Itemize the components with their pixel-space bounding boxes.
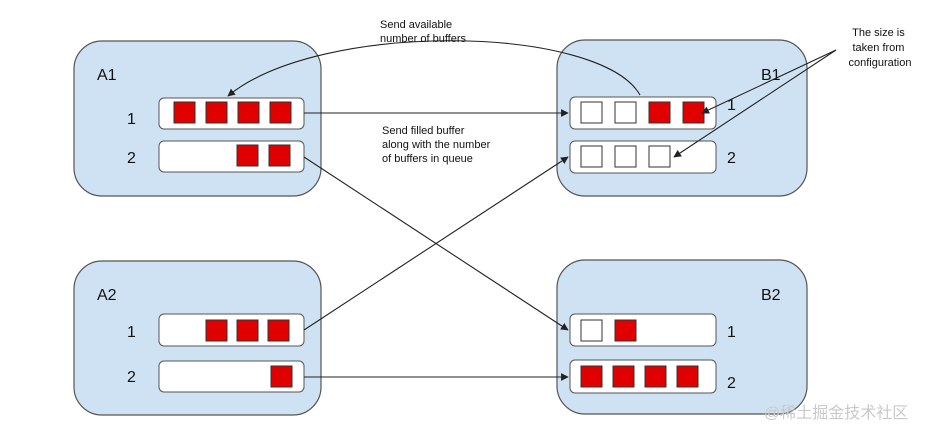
node-b2-row2-label: 2 (727, 375, 736, 392)
buffer-empty-b2-q1-1 (580, 319, 603, 342)
node-a2-title: A2 (97, 287, 117, 304)
node-b1: B1 1 2 (556, 39, 808, 197)
node-b1-queue-2-buffers (580, 145, 671, 168)
note-send-available: Send available number of buffers (380, 19, 467, 45)
node-a1: A1 1 2 (73, 40, 322, 197)
buffer-filled-a1-q1-2 (205, 101, 228, 124)
arrow-config-to-b1q2 (673, 49, 837, 158)
buffer-filled-b2-q2-2 (612, 365, 635, 388)
node-b2-title: B2 (761, 287, 781, 304)
buffer-empty-b1-q1-1 (580, 101, 603, 124)
node-a2: A2 1 2 (73, 260, 322, 416)
node-a1-queue-2 (158, 140, 305, 173)
buffer-empty-b1-q2-2 (614, 145, 637, 168)
node-b2-queue-2-buffers (580, 365, 699, 388)
buffer-filled-b2-q2-3 (644, 365, 667, 388)
node-b1-queue-2 (569, 140, 717, 174)
node-b2: B2 1 2 (556, 259, 808, 415)
buffer-filled-a2-q1-3 (267, 319, 290, 342)
arrow-b1-to-a1-available-count (227, 40, 641, 97)
node-a2-queue-1-buffers (205, 319, 290, 342)
node-b1-title: B1 (761, 67, 781, 84)
node-a2-row1-label: 1 (127, 324, 136, 341)
note-send-filled-line-1: Send filled buffer (382, 125, 465, 137)
note-size-config-line-3: configuration (849, 57, 912, 69)
buffer-filled-b2-q2-4 (676, 365, 699, 388)
note-send-available-line-2: number of buffers (380, 33, 467, 45)
buffer-filled-a2-q2-1 (270, 365, 293, 388)
arrow-a2q1-to-b1q2 (303, 156, 569, 331)
node-b1-row2-label: 2 (727, 150, 736, 167)
node-a1-row1-label: 1 (127, 111, 136, 128)
buffer-filled-b2-q1-2 (614, 319, 637, 342)
buffer-filled-a1-q1-4 (269, 101, 292, 124)
buffer-filled-a1-q1-1 (173, 101, 196, 124)
node-b1-row1-label: 1 (727, 97, 736, 114)
arrows (227, 40, 837, 381)
note-send-available-line-1: Send available (380, 19, 452, 31)
buffer-empty-b1-q2-3 (648, 145, 671, 168)
node-a1-row2-label: 2 (127, 150, 136, 167)
note-size-config: The size is taken from configuration (849, 27, 912, 69)
node-a2-row2-label: 2 (127, 369, 136, 386)
node-b2-queue-1-buffers (580, 319, 637, 342)
node-b2-queue-1 (569, 313, 717, 347)
buffer-filled-a1-q1-3 (237, 101, 260, 124)
buffer-filled-b2-q2-1 (580, 365, 603, 388)
node-a1-queue-2-buffers (236, 144, 291, 167)
node-b1-queue-1-buffers (580, 101, 705, 124)
buffer-filled-a1-q2-1 (236, 144, 259, 167)
buffer-filled-b1-q1-3 (648, 101, 671, 124)
node-b1-queue-1 (569, 96, 717, 130)
note-size-config-line-1: The size is (852, 27, 905, 39)
buffer-filled-a1-q2-2 (268, 144, 291, 167)
buffer-empty-b1-q1-2 (614, 101, 637, 124)
note-size-config-line-2: taken from (852, 42, 904, 54)
buffer-filled-a2-q1-1 (205, 319, 228, 342)
note-send-filled: Send filled buffer along with the number… (382, 125, 493, 165)
node-b2-row1-label: 1 (727, 324, 736, 341)
node-a1-queue-1-buffers (173, 101, 292, 124)
buffer-empty-b1-q2-1 (580, 145, 603, 168)
note-send-filled-line-3: of buffers in queue (382, 153, 473, 165)
node-a1-title: A1 (97, 67, 117, 84)
buffer-filled-a2-q1-2 (236, 319, 259, 342)
note-send-filled-line-2: along with the number (382, 139, 491, 151)
node-a2-queue-2-buffers (270, 365, 293, 388)
buffer-filled-b1-q1-4 (682, 101, 705, 124)
watermark: @稀土掘金技术社区 (764, 404, 908, 422)
arrow-config-to-b1q1 (701, 49, 837, 114)
